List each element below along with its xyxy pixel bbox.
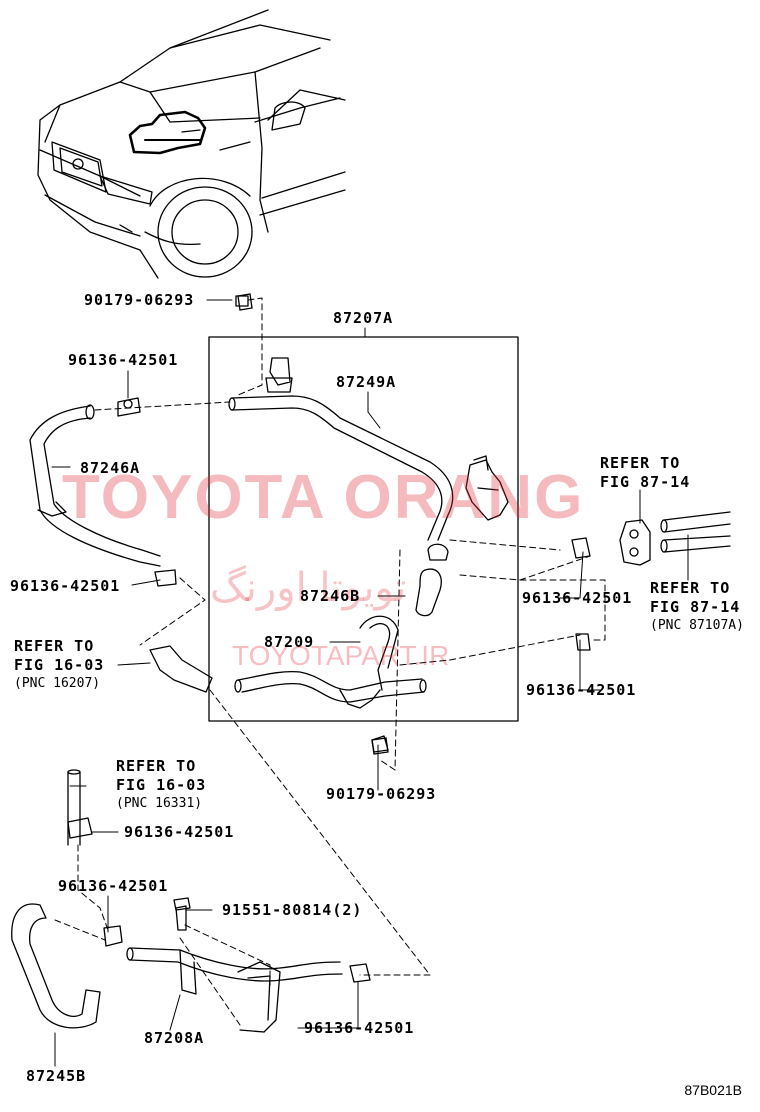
label-87246A: 87246A: [80, 459, 141, 477]
watermark-url: TOYOTAPART.IR: [232, 640, 450, 671]
nuts: [237, 293, 389, 755]
refer-pipe-16331: [67, 769, 81, 846]
assembly-frame-87207A: [208, 336, 519, 722]
ref1-title: REFER TO: [600, 454, 681, 472]
ref3-pnc: (PNC 16207): [14, 676, 101, 691]
label-96136-e: 96136-42501: [124, 823, 235, 841]
figure-code: 87B021B: [684, 1082, 742, 1098]
engine-outline: [128, 110, 207, 155]
label-87246B: 87246B: [300, 587, 361, 605]
label-96136-d: 96136-42501: [526, 681, 637, 699]
refer-pipes-right: [619, 511, 731, 566]
hose-87246A: [29, 404, 161, 567]
ref2-title: REFER TO: [650, 579, 731, 597]
label-96136-c: 96136-42501: [522, 589, 633, 607]
label-87207A: 87207A: [333, 309, 394, 327]
hose-87246B: [415, 568, 442, 617]
watermark-persian: تویوتا اورنگ: [210, 565, 407, 611]
label-96136-g: 96136-42501: [304, 1019, 415, 1037]
ref1-fig: FIG 87-14: [600, 473, 691, 491]
label-87208A: 87208A: [144, 1029, 205, 1047]
pipe-87208A: [126, 897, 343, 1033]
hose-87209: [234, 615, 427, 709]
label-87209: 87209: [264, 633, 315, 651]
label-87245B: 87245B: [26, 1067, 87, 1085]
vehicle-illustration: [37, 9, 346, 279]
hose-87249A: [228, 357, 509, 561]
label-96136-b: 96136-42501: [10, 577, 121, 595]
dashed-lines: [54, 297, 606, 1026]
ref4-title: REFER TO: [116, 757, 197, 775]
ref3-title: REFER TO: [14, 637, 95, 655]
label-96136-f: 96136-42501: [58, 877, 169, 895]
ref2-pnc: (PNC 87107A): [650, 618, 744, 633]
label-87249A: 87249A: [336, 373, 397, 391]
label-96136-a: 96136-42501: [68, 351, 179, 369]
ref4-fig: FIG 16-03: [116, 776, 207, 794]
ref3-fig: FIG 16-03: [14, 656, 105, 674]
refer-pipe-16207: [149, 645, 213, 693]
label-90179-bottom: 90179-06293: [326, 785, 437, 803]
ref2-fig: FIG 87-14: [650, 598, 741, 616]
label-90179-top: 90179-06293: [84, 291, 195, 309]
watermark-brand: TOYOTA ORANG: [62, 463, 585, 532]
hose-87245B: [11, 903, 101, 1029]
ref4-pnc: (PNC 16331): [116, 796, 203, 811]
label-91551: 91551-80814(2): [222, 901, 363, 919]
leader-lines: [51, 299, 689, 1067]
